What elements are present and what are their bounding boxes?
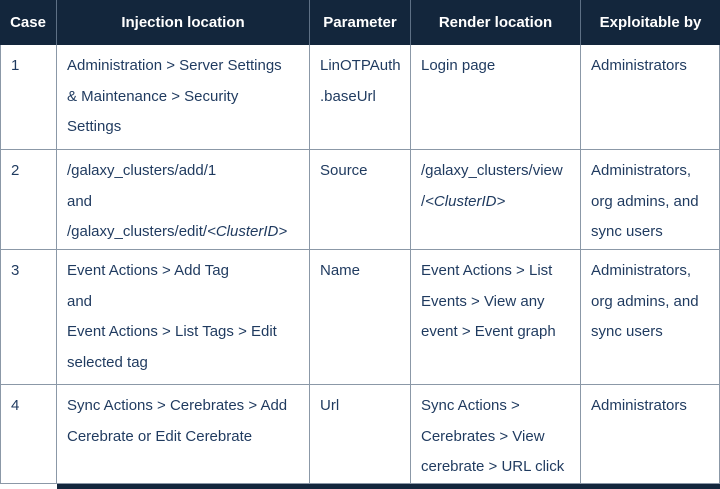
cell-text-line: Administrators	[591, 397, 687, 414]
cell-text-line: 2	[11, 162, 20, 179]
cell-text-line: 1	[11, 57, 20, 74]
cell-text-line: Event Actions > Add Tag	[67, 262, 229, 279]
cell-text-line: org admins, and	[591, 292, 699, 310]
header-cell-case: Case	[0, 0, 57, 45]
cell-text-line: Cerebrates > View	[421, 427, 545, 445]
cell-text-line: sync users	[591, 323, 663, 340]
table-cell: Url	[310, 385, 411, 484]
table-cell: Login page	[411, 45, 581, 150]
cell-text-line: /<ClusterID>	[421, 192, 506, 210]
header-cell-exploitable-by: Exploitable by	[581, 0, 720, 45]
header-cell-injection-location: Injection location	[57, 0, 310, 45]
cell-text-line: Sync Actions >	[421, 397, 520, 414]
case-number-cell: 1	[0, 45, 57, 150]
cell-text-line: Cerebrate or Edit Cerebrate	[67, 427, 253, 445]
cell-text-line: selected tag	[67, 353, 148, 371]
table-cell: Administrators	[581, 45, 720, 150]
table-cell: LinOTPAuth .baseUrl	[310, 45, 411, 150]
cell-text-line: Sync Actions > Cerebrates > Add	[67, 397, 288, 414]
cell-text-line: Event Actions > List Tags > Edit	[67, 323, 277, 340]
cell-text-line: and	[67, 192, 93, 210]
table-cell: Name	[310, 250, 411, 385]
header-cell-parameter: Parameter	[310, 0, 411, 45]
case-number-cell: 3	[0, 250, 57, 385]
table-cell: Administrators, org admins, and sync users	[581, 250, 720, 385]
cell-text-line: Url	[320, 397, 340, 414]
table-cell: Administration > Server Settings & Mainte…	[57, 45, 310, 150]
cell-text-line: Administrators,	[591, 162, 692, 179]
cell-text-line: /galaxy_clusters/edit/<ClusterID>	[67, 223, 288, 240]
cell-text-line: sync users	[591, 223, 663, 240]
cell-text-line: and	[67, 292, 93, 310]
cell-text-line: .baseUrl	[320, 87, 376, 105]
case-number-cell: 4	[0, 385, 57, 484]
cell-text-line: /galaxy_clusters/view	[421, 162, 563, 179]
cell-text-line: event > Event graph	[421, 323, 556, 340]
cell-text-line: Source	[320, 162, 368, 179]
cell-text-line: Administration > Server Settings	[67, 57, 282, 74]
cell-text-line: LinOTPAuth	[320, 57, 401, 74]
table-cell: Source	[310, 150, 411, 250]
table-cell: Sync Actions > Cerebrates > View cerebrate…	[411, 385, 581, 484]
cell-text-line: /galaxy_clusters/add/1	[67, 162, 217, 179]
cell-text-line: Administrators,	[591, 262, 692, 279]
table-cell: /galaxy_clusters/view /<ClusterID>	[411, 150, 581, 250]
cell-text-line: Login page	[421, 57, 496, 74]
cell-text-line: Events > View any	[421, 292, 545, 310]
cell-text-line: Name	[320, 262, 361, 279]
cell-text-line: Event Actions > List	[421, 262, 553, 279]
case-number-cell: 2	[0, 150, 57, 250]
cell-text-line: 4	[11, 397, 20, 414]
table-cell: Administrators	[581, 385, 720, 484]
cell-text-line: org admins, and	[591, 192, 699, 210]
cell-text-line: Administrators	[591, 57, 687, 74]
next-table-header-cutoff	[57, 484, 720, 489]
cell-text-line: & Maintenance > Security	[67, 87, 239, 105]
header-cell-render-location: Render location	[411, 0, 581, 45]
cell-text-line: 3	[11, 262, 20, 279]
cell-text-line: Settings	[67, 118, 122, 135]
cell-text-line: cerebrate > URL click	[421, 458, 565, 475]
table-cell: Administrators, org admins, and sync users	[581, 150, 720, 250]
